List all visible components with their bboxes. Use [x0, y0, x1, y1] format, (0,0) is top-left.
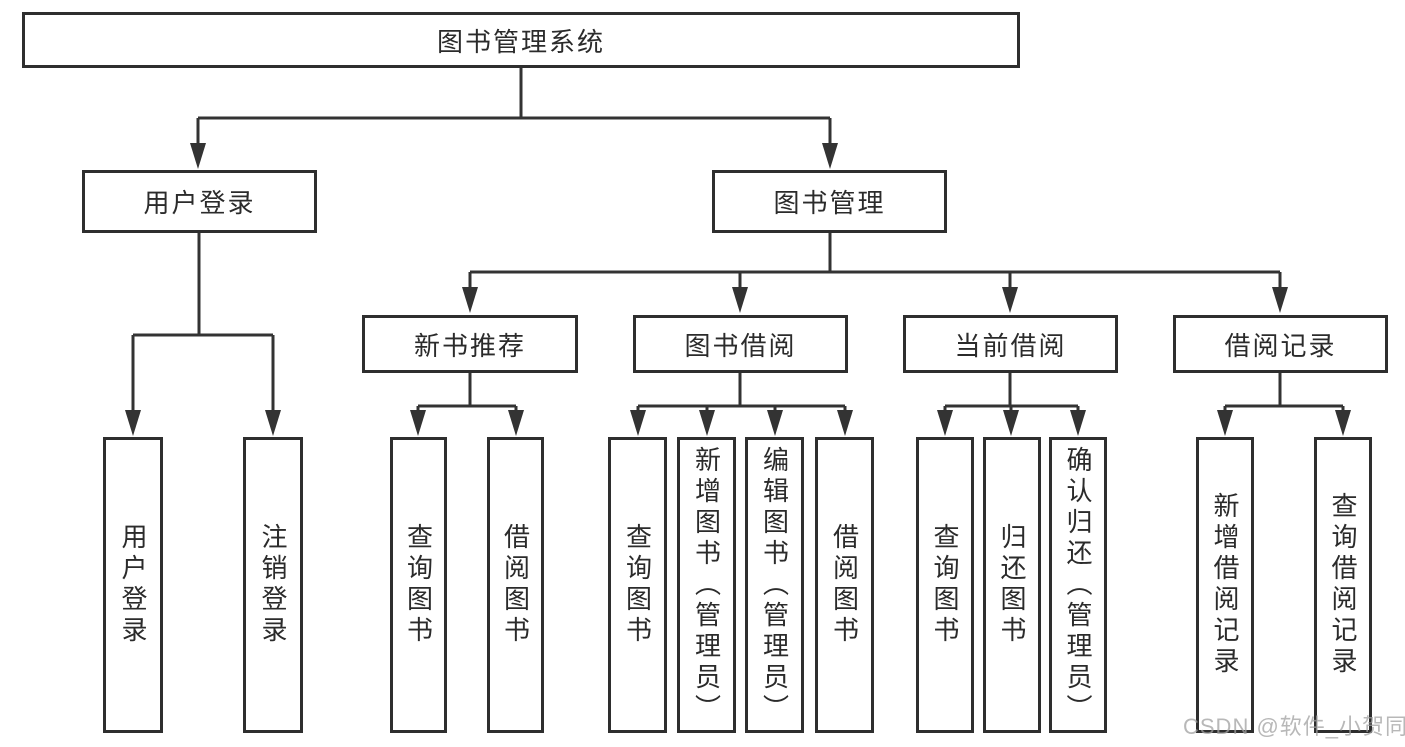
node-label: 查询图书	[930, 523, 960, 647]
leaf-query-borrow-record: 查询借阅记录	[1314, 437, 1372, 733]
node-label: 注销登录	[258, 523, 288, 647]
node-label: 图书管理	[773, 188, 886, 218]
node-label: 用户登录	[143, 188, 256, 218]
node-label: 借阅图书	[500, 523, 531, 647]
leaf-user-login: 用户登录	[103, 437, 163, 733]
csdn-watermark: CSDN @软件_小贺同学	[1183, 714, 1405, 739]
node-label: 查询图书	[403, 523, 434, 647]
branch-book-management: 图书管理	[712, 170, 947, 233]
node-label: 归还图书	[997, 523, 1027, 647]
node-label: 图书借阅	[684, 330, 797, 361]
node-label: 用户登录	[118, 523, 148, 647]
leaf-confirm-return-admin: 确认归还（管理员）	[1049, 437, 1107, 733]
node-label: 借阅记录	[1224, 330, 1337, 361]
node-label: 借阅图书	[829, 523, 860, 647]
node-current-borrowing: 当前借阅	[903, 315, 1118, 373]
leaf-query-books-borrowing: 查询图书	[608, 437, 667, 733]
node-label: 查询图书	[622, 523, 653, 647]
node-label: 新增图书（管理员）	[691, 445, 722, 725]
leaf-query-books-current: 查询图书	[916, 437, 974, 733]
node-root-system: 图书管理系统	[22, 12, 1020, 68]
node-new-book-recommendation: 新书推荐	[362, 315, 578, 373]
node-label: 确认归还（管理员）	[1063, 445, 1093, 725]
leaf-add-book-admin: 新增图书（管理员）	[677, 437, 736, 733]
leaf-query-books-recommend: 查询图书	[390, 437, 447, 733]
node-book-borrowing: 图书借阅	[633, 315, 848, 373]
leaf-edit-book-admin: 编辑图书（管理员）	[745, 437, 804, 733]
node-label: 新增借阅记录	[1210, 492, 1240, 678]
node-label: 图书管理系统	[436, 26, 605, 57]
node-label: 新书推荐	[413, 330, 526, 361]
arrowheads	[125, 143, 1351, 436]
node-label: 查询借阅记录	[1328, 492, 1358, 678]
node-borrowing-records: 借阅记录	[1173, 315, 1388, 373]
branch-user-login: 用户登录	[82, 170, 317, 233]
node-label: 编辑图书（管理员）	[759, 445, 790, 725]
node-label: 当前借阅	[954, 330, 1067, 361]
leaf-borrow-books-borrowing: 借阅图书	[815, 437, 874, 733]
leaf-return-books: 归还图书	[983, 437, 1041, 733]
leaf-borrow-books-recommend: 借阅图书	[487, 437, 544, 733]
leaf-logout: 注销登录	[243, 437, 303, 733]
leaf-add-borrow-record: 新增借阅记录	[1196, 437, 1254, 733]
